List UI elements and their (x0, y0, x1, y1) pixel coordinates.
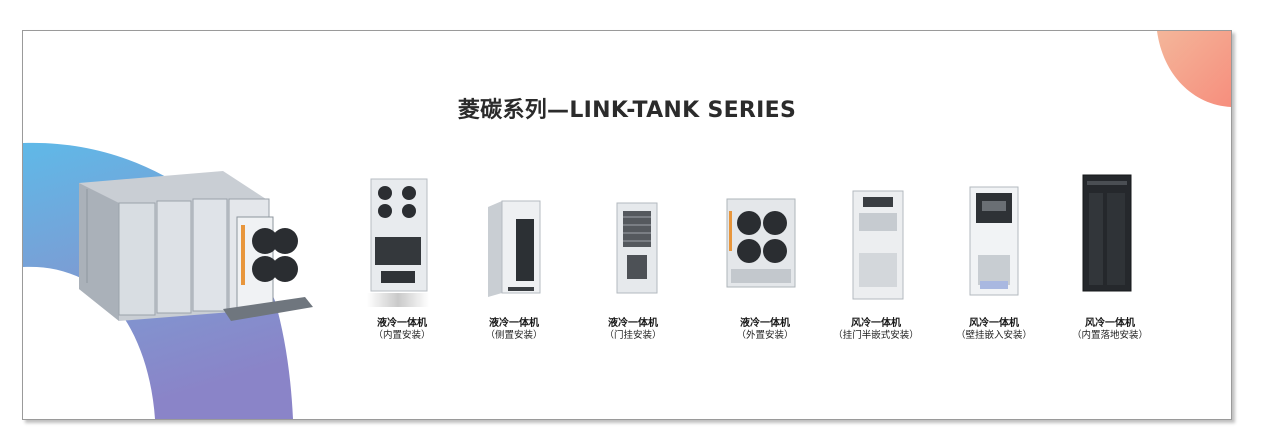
air-cooling-unit-half-embedded-icon (852, 190, 904, 300)
air-cooling-unit-wall-embedded-icon (969, 186, 1019, 296)
product-name: 液冷一体机 (608, 318, 658, 329)
product-name: 风冷一体机 (969, 318, 1019, 329)
product-caption-2: 液冷一体机 （侧置安装） (454, 317, 574, 342)
product-install-type: （内置落地安装） (1071, 330, 1148, 341)
product-install-type: （侧置安装） (485, 330, 543, 341)
liquid-cooling-unit-side-icon (488, 200, 541, 297)
air-cooling-unit-floor-standing-icon (1082, 174, 1132, 292)
product-install-type: （门挂安装） (604, 330, 662, 341)
product-name: 液冷一体机 (740, 318, 790, 329)
liquid-cooling-unit-external-icon (726, 198, 796, 288)
product-install-type: （挂门半嵌式安装） (833, 330, 919, 341)
orange-corner-shape (1157, 31, 1231, 107)
product-caption-7: 风冷一体机 （内置落地安装） (1050, 317, 1170, 342)
product-name: 风冷一体机 (1085, 318, 1135, 329)
product-caption-6: 风冷一体机 （壁挂嵌入安装） (934, 317, 1054, 342)
product-caption-4: 液冷一体机 （外置安装） (705, 317, 825, 342)
container-system-icon (79, 171, 313, 321)
product-install-type: （外置安装） (736, 330, 794, 341)
liquid-cooling-unit-door-mount-icon (616, 202, 658, 294)
product-caption-5: 风冷一体机 （挂门半嵌式安装） (816, 317, 936, 342)
product-install-type: （内置安装） (373, 330, 431, 341)
product-name: 液冷一体机 (377, 318, 427, 329)
product-name: 液冷一体机 (489, 318, 539, 329)
banner-frame: 菱碳系列—LINK-TANK SERIES (22, 30, 1232, 420)
product-caption-1: 液冷一体机 （内置安装） (342, 317, 462, 342)
product-name: 风冷一体机 (851, 318, 901, 329)
banner-title: 菱碳系列—LINK-TANK SERIES (457, 98, 797, 123)
product-caption-3: 液冷一体机 （门挂安装） (573, 317, 693, 342)
product-install-type: （壁挂嵌入安装） (955, 330, 1032, 341)
liquid-cooling-unit-built-in-icon (367, 178, 429, 307)
